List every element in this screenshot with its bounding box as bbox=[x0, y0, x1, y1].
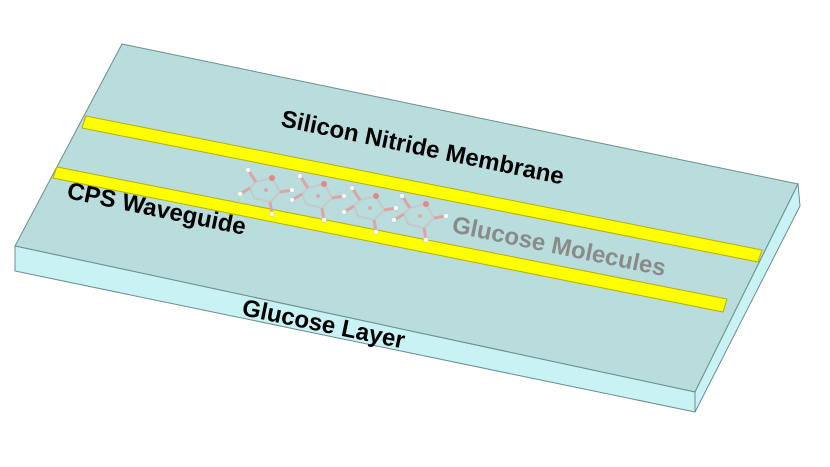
waveguide-strip-lower bbox=[52, 166, 728, 313]
glucose-molecule bbox=[391, 193, 449, 243]
glucose-layer-right-face bbox=[694, 182, 801, 413]
glucose-molecule bbox=[237, 167, 295, 217]
waveguide-strip-upper bbox=[81, 115, 763, 263]
glucose-molecule bbox=[341, 185, 399, 235]
glucose-molecule bbox=[289, 173, 347, 223]
glucose-molecules bbox=[237, 167, 449, 243]
